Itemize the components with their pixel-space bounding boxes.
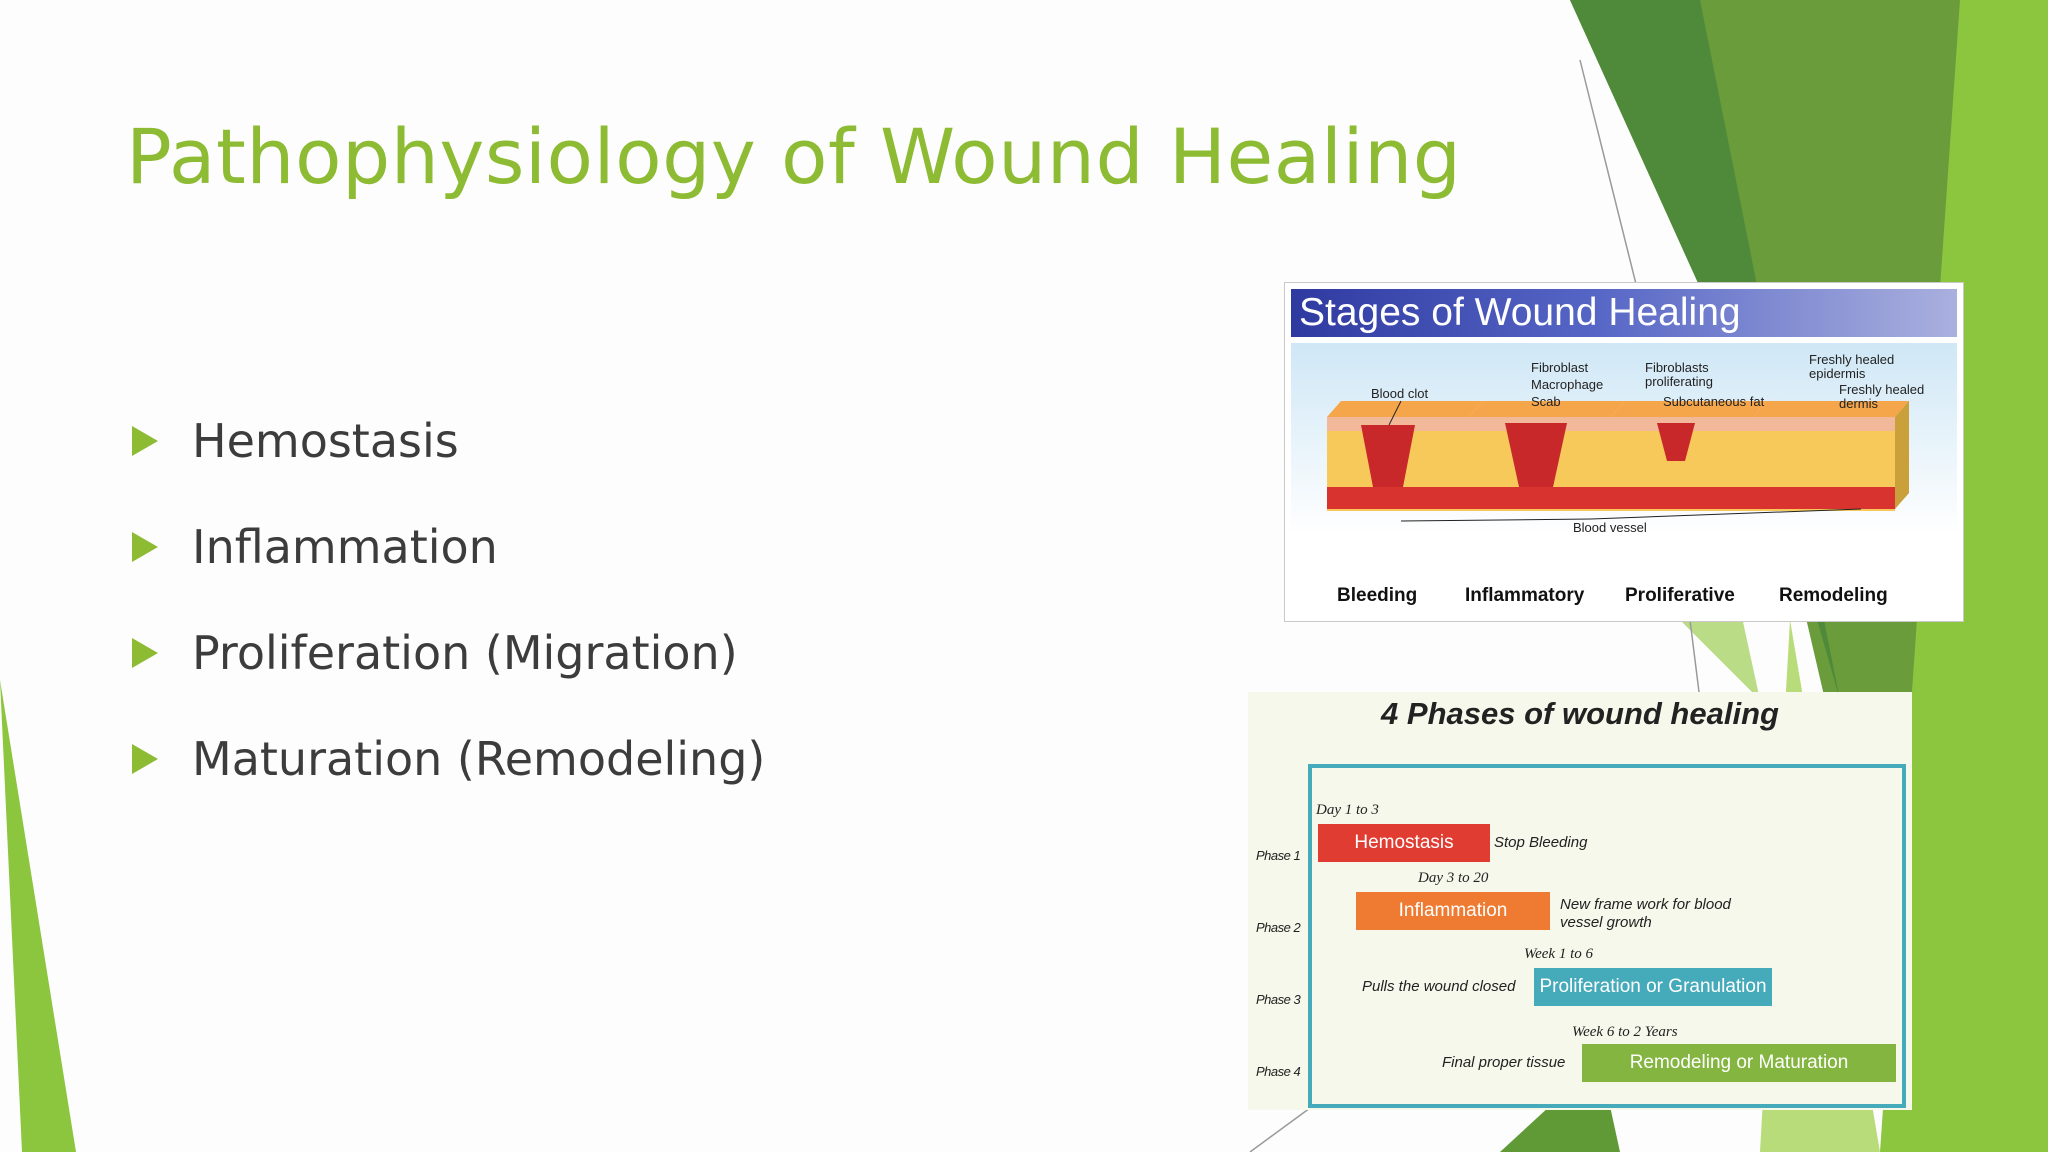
bullet-text: Hemostasis xyxy=(192,414,459,468)
stages-figure-panel: Blood clot Fibroblast Macrophage Scab Fi… xyxy=(1291,343,1957,617)
slide-title: Pathophysiology of Wound Healing xyxy=(126,112,1462,201)
bullet-text: Proliferation (Migration) xyxy=(192,626,738,680)
label-freshly-healed-dermis: Freshly healed dermis xyxy=(1839,382,1925,411)
label-scab: Scab xyxy=(1531,394,1561,409)
bullet-arrow-icon xyxy=(132,638,158,668)
phase-4-time: Week 6 to 2 Years xyxy=(1572,1024,1678,1040)
stage-inflammatory: Inflammatory xyxy=(1465,585,1585,606)
bullet-text: Inflammation xyxy=(192,520,498,574)
label-fibroblasts-proliferating: Fibroblasts proliferating xyxy=(1645,360,1713,389)
stages-figure-title: Stages of Wound Healing xyxy=(1291,289,1957,337)
stages-figure: Stages of Wound Healing xyxy=(1284,282,1964,622)
phase-1-time: Day 1 to 3 xyxy=(1316,802,1379,818)
skin-cross-section-illustration xyxy=(1327,400,1909,522)
label-subcutaneous-fat: Subcutaneous fat xyxy=(1663,394,1765,409)
bullet-list: Hemostasis Inflammation Proliferation (M… xyxy=(132,388,765,812)
bullet-arrow-icon xyxy=(132,744,158,774)
label-freshly-healed-epidermis: Freshly healed epidermis xyxy=(1809,352,1895,381)
bullet-arrow-icon xyxy=(132,426,158,456)
phase-4-desc: Final proper tissue xyxy=(1442,1054,1566,1071)
bullet-item: Hemostasis xyxy=(132,388,765,494)
bullet-text: Maturation (Remodeling) xyxy=(192,732,766,786)
bullet-item: Maturation (Remodeling) xyxy=(132,706,765,812)
phase-1-bar: Hemostasis xyxy=(1318,824,1490,862)
label-fibroblast: Fibroblast xyxy=(1531,360,1589,375)
label-blood-clot: Blood clot xyxy=(1371,386,1429,401)
phase-1-desc: Stop Bleeding xyxy=(1494,834,1588,851)
label-macrophage: Macrophage xyxy=(1531,377,1604,392)
phase-3-bar: Proliferation or Granulation xyxy=(1534,968,1772,1006)
phase-2-desc: New frame work for blood vessel growth xyxy=(1560,896,1731,931)
phase-2-time: Day 3 to 20 xyxy=(1418,870,1489,886)
phase-label-1: Phase 1 xyxy=(1256,848,1301,863)
phase-3-time: Week 1 to 6 xyxy=(1524,946,1594,962)
stage-proliferative: Proliferative xyxy=(1625,585,1735,606)
phase-3-desc: Pulls the wound closed xyxy=(1362,978,1516,995)
phases-frame: Day 1 to 3 Hemostasis Stop Bleeding Day … xyxy=(1308,764,1906,1108)
bullet-item: Proliferation (Migration) xyxy=(132,600,765,706)
phase-label-4: Phase 4 xyxy=(1256,1064,1301,1079)
bullet-item: Inflammation xyxy=(132,494,765,600)
stage-bleeding: Bleeding xyxy=(1337,585,1418,606)
phase-4-bar: Remodeling or Maturation xyxy=(1582,1044,1896,1082)
phases-figure: 4 Phases of wound healing Phase 1 Phase … xyxy=(1248,692,1912,1110)
bullet-arrow-icon xyxy=(132,532,158,562)
phase-2-bar: Inflammation xyxy=(1356,892,1550,930)
label-blood-vessel: Blood vessel xyxy=(1573,520,1647,535)
phases-figure-title: 4 Phases of wound healing xyxy=(1381,696,1779,731)
phase-label-3: Phase 3 xyxy=(1256,992,1301,1007)
phase-label-2: Phase 2 xyxy=(1256,920,1301,935)
stage-remodeling: Remodeling xyxy=(1779,585,1888,606)
